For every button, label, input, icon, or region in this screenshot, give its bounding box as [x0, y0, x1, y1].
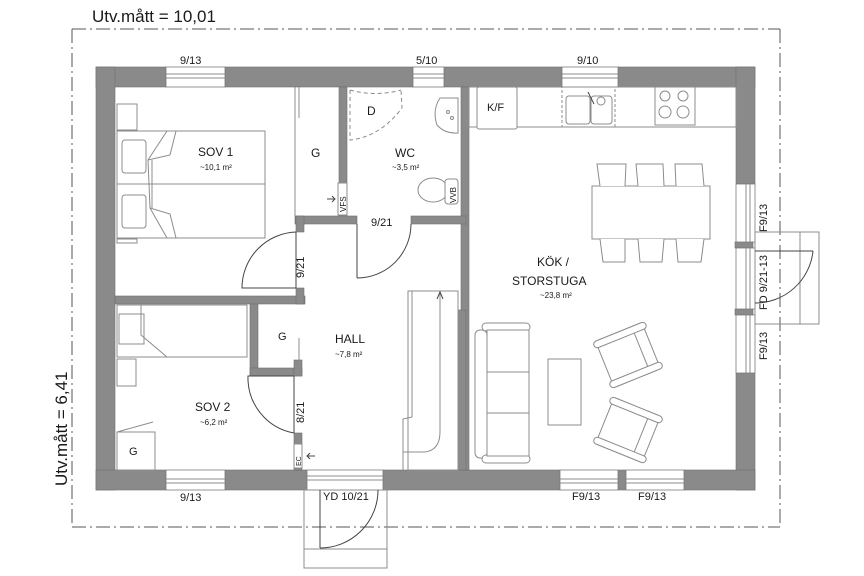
electrical-panel: EC — [293, 443, 315, 469]
door-label-patio: FD 9/21-13 — [758, 255, 770, 310]
window-label-right-lower: F9/13 — [758, 332, 770, 360]
room-name-sov2: SOV 2 — [195, 400, 231, 414]
room-area-sov1: ~10,1 m² — [200, 163, 232, 172]
svg-text:VVB: VVB — [449, 187, 458, 203]
window-bottom-sov2 — [165, 469, 226, 491]
door-label-sov2: 8/21 — [295, 402, 307, 423]
washbasin — [434, 97, 459, 134]
door-label-entrance: YD 10/21 — [323, 491, 369, 503]
window-bottom-living-1 — [559, 469, 619, 491]
outer-dimension-frame — [71, 28, 781, 528]
fridge: K/F — [476, 86, 518, 130]
window-label-top-wc: 5/10 — [416, 55, 437, 67]
width-dimension-label: Utv.mått = 10,01 — [92, 7, 216, 26]
armchair-lower — [593, 396, 663, 464]
window-bottom-living-2 — [625, 469, 685, 491]
svg-text:EC: EC — [296, 456, 303, 466]
room-area-hall: ~7,8 m² — [335, 350, 363, 359]
svg-text:VFS: VFS — [339, 196, 348, 212]
door-entrance — [303, 489, 388, 569]
nightstand-bottom — [116, 238, 138, 244]
door-wc — [356, 223, 412, 279]
window-right-upper — [735, 183, 756, 243]
wardrobe-sov1 — [294, 87, 300, 216]
height-dimension-label: Utv.mått = 6,41 — [52, 372, 71, 486]
staircase — [402, 290, 459, 471]
wardrobe-label-hall: G — [278, 331, 287, 343]
room-area-wc: ~3,5 m² — [392, 163, 420, 172]
room-name-kok-line1: KÖK / — [537, 255, 570, 269]
window-label-bottom-living-1: F9/13 — [572, 491, 600, 503]
room-name-sov1: SOV 1 — [198, 145, 234, 159]
window-top-kitchen — [561, 66, 619, 88]
window-top-wc — [412, 66, 445, 88]
nightstand-sov2 — [116, 358, 137, 387]
single-bed — [116, 304, 248, 358]
doors — [241, 223, 820, 569]
wardrobe-sov2 — [116, 421, 156, 471]
window-top-sov1 — [165, 66, 226, 88]
room-name-wc: WC — [395, 146, 415, 160]
shower-label: D — [367, 104, 376, 118]
ventilation-unit: VFS — [327, 182, 348, 216]
nightstand-top — [116, 103, 138, 131]
coffee-table — [547, 358, 582, 426]
window-right-lower — [735, 314, 756, 374]
window-label-bottom-living-2: F9/13 — [638, 491, 666, 503]
stove — [654, 86, 696, 126]
window-label-right-upper: F9/13 — [758, 204, 770, 232]
exterior-walls — [95, 66, 756, 491]
entrance-door-frame — [306, 469, 384, 491]
dining-table — [591, 163, 711, 263]
sofa — [474, 322, 531, 464]
windows — [165, 66, 756, 491]
door-label-sov1: 9/21 — [295, 257, 307, 278]
door-sov1 — [241, 231, 297, 289]
svg-text:K/F: K/F — [487, 102, 504, 114]
room-area-kok: ~23,8 m² — [540, 291, 572, 300]
room-name-hall: HALL — [335, 332, 365, 346]
door-sov2 — [247, 375, 295, 434]
toilet: VVB — [417, 177, 459, 205]
room-area-sov2: ~6,2 m² — [200, 418, 228, 427]
shower — [349, 89, 403, 141]
wardrobe-label-sov1: G — [311, 146, 320, 160]
door-label-wc: 9/21 — [371, 217, 392, 229]
patio-door-frame — [735, 247, 756, 310]
room-name-kok-line2: STORSTUGA — [512, 274, 586, 288]
window-label-bottom-sov2: 9/13 — [180, 492, 201, 504]
window-label-top-sov1: 9/13 — [180, 55, 201, 67]
window-label-top-kitchen: 9/10 — [577, 55, 598, 67]
armchair-upper — [593, 321, 663, 389]
kitchen-sink — [561, 86, 616, 128]
door-patio — [754, 231, 820, 325]
wardrobe-label-sov2: G — [129, 446, 138, 458]
double-bed — [116, 130, 266, 239]
